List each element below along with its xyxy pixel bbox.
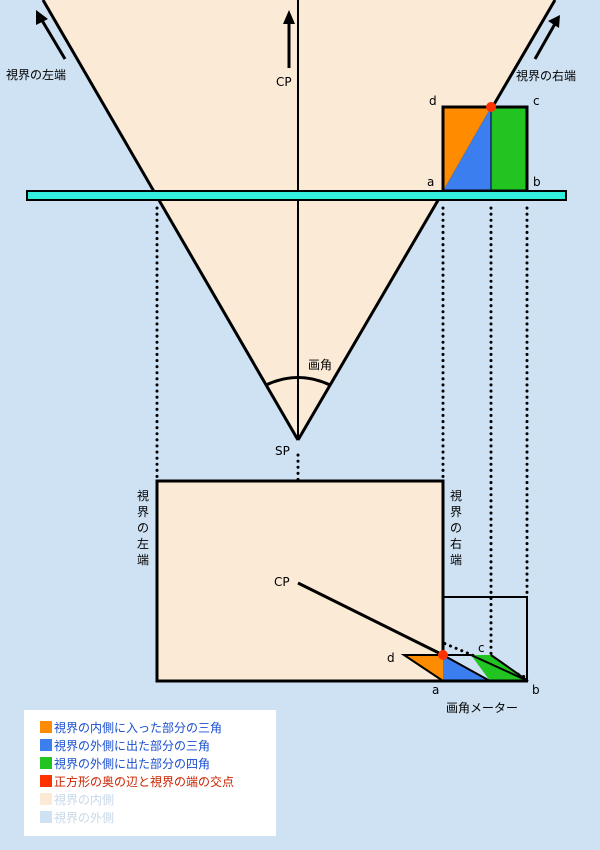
view-left-edge-vertical-label: 視界の左端 <box>137 488 149 567</box>
view-right-edge-label: 視界の右端 <box>516 68 576 83</box>
corner-b-lower-label: b <box>532 683 540 697</box>
legend-item: 視界の外側に出た部分の三角 <box>40 736 276 754</box>
legend-swatch <box>40 757 52 769</box>
meter-divider <box>442 654 491 682</box>
left-edge-arrow-shaft <box>38 16 67 60</box>
view-left-edge-line <box>41 0 300 441</box>
intersection-point-bottom <box>438 650 448 660</box>
left-edge-arrow-head <box>36 10 48 25</box>
right-edge-arrow-head <box>548 15 560 28</box>
corner-a-lower-label: a <box>432 683 439 697</box>
legend-item: 正方形の奥の辺と視界の端の交点 <box>40 772 276 790</box>
legend: 視界の内側に入った部分の三角視界の外側に出た部分の三角視界の外側に出た部分の四角… <box>24 710 276 836</box>
legend-label: 視界の外側 <box>54 810 115 825</box>
corner-c-lower-label: c <box>478 641 485 655</box>
vertical-label-text: 視界の右端 <box>450 488 462 567</box>
view-right-edge-vertical-label: 視界の右端 <box>450 488 462 567</box>
orthogonal-solid <box>297 581 444 657</box>
square-orange-triangle <box>443 107 491 191</box>
legend-item: 視界の内側に入った部分の三角 <box>40 718 276 736</box>
corner-d-lower-label: d <box>387 651 395 665</box>
corner-d-top-label: d <box>429 94 437 108</box>
legend-item: 視界の外側に出た部分の四角 <box>40 754 276 772</box>
legend-label: 視界の内側 <box>54 792 115 807</box>
legend-label: 視界の外側に出た部分の三角 <box>54 738 211 753</box>
legend-item: 視界の内側 <box>40 790 276 808</box>
vertical-label-text: 視界の左端 <box>137 488 149 567</box>
view-left-edge-label: 視界の左端 <box>6 67 66 82</box>
view-right-edge-line <box>296 0 557 441</box>
legend-label: 視界の外側に出た部分の四角 <box>54 756 211 771</box>
angle-of-view-label: 画角 <box>308 358 332 372</box>
legend-swatch <box>40 739 52 751</box>
corner-c-top-label: c <box>533 94 540 108</box>
right-edge-arrow-shaft <box>533 21 558 60</box>
legend-item: 視界の外側 <box>40 808 276 826</box>
corner-a-top-label: a <box>427 175 434 189</box>
cp-lower-label: CP <box>274 575 290 589</box>
picture-plane <box>26 190 567 201</box>
legend-swatch <box>40 775 52 787</box>
corner-b-top-label: b <box>533 175 541 189</box>
legend-swatch <box>40 721 52 733</box>
angle-meter-label: 画角メーター <box>446 701 518 715</box>
legend-label: 正方形の奥の辺と視界の端の交点 <box>54 774 235 789</box>
picture-frame <box>155 479 445 683</box>
cp-top-label: CP <box>276 75 292 89</box>
legend-label: 視界の内側に入った部分の三角 <box>54 720 223 735</box>
intersection-point-top <box>486 102 496 112</box>
square-green-part <box>491 107 527 191</box>
legend-swatch <box>40 811 52 823</box>
cp-arrow-head <box>283 10 295 24</box>
legend-swatch <box>40 793 52 805</box>
angle-of-view-arc <box>265 376 331 387</box>
meter-green-divider <box>490 654 529 682</box>
sp-label: SP <box>275 444 290 458</box>
